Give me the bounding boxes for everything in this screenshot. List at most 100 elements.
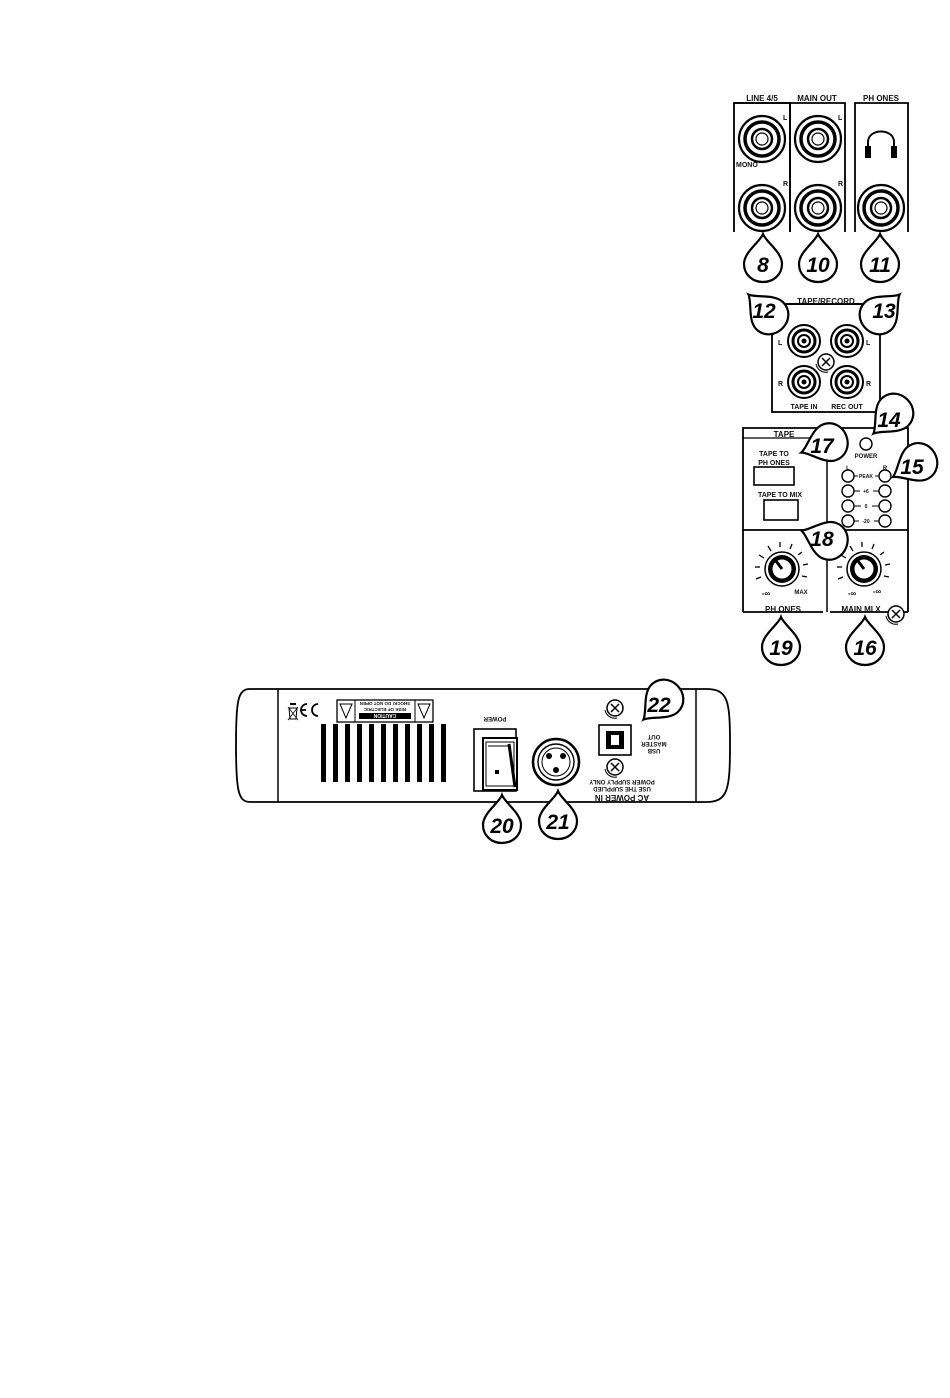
meter-level-label: 0 (865, 504, 868, 510)
svg-text:11: 11 (869, 254, 891, 277)
svg-text:8: 8 (757, 254, 769, 277)
line45-r-label: R (783, 181, 788, 188)
controls-screw-icon (885, 605, 905, 625)
lightning-warning-icon (417, 703, 431, 720)
tape-to-mix-label: TAPE TO MIX (758, 492, 802, 499)
svg-text:19: 19 (769, 637, 793, 660)
meter-led (841, 514, 855, 528)
tape-r-right: R (866, 381, 871, 388)
headphones-icon (865, 130, 897, 158)
tape-in-label: TAPE IN (790, 404, 817, 411)
phones-jack-section: PH ONES (854, 94, 909, 233)
main-out-title: MAIN OUT (797, 94, 837, 103)
meter-led (878, 514, 892, 528)
meter-led (841, 469, 855, 483)
callout-11: 11 (859, 232, 901, 284)
level-meter: PEAK +6 0 -20 (841, 469, 892, 528)
callout-20: 20 (481, 793, 523, 845)
meter-r-label: R (883, 466, 888, 472)
phones-section-title: PH ONES (765, 605, 802, 614)
callout-13-label: 13 (872, 300, 896, 323)
tape-in-right-rca (786, 364, 822, 400)
callout-19: 19 (760, 615, 802, 667)
meter-led (878, 499, 892, 513)
caution-line1: RISK OF ELECTRIC (363, 707, 406, 712)
power-switch-label: POWER (483, 715, 506, 721)
ac-power-note2: POWER SUPPLY ONLY (589, 778, 654, 784)
tape-phones-label: PH ONES (758, 460, 790, 467)
meter-level-label: PEAK (859, 474, 873, 480)
rec-out-left-rca (829, 323, 865, 359)
tape-to-phones-button[interactable] (753, 466, 795, 486)
weee-bin-icon (287, 703, 299, 721)
top-jack-panel: LINE 4/5 L R MONO MAIN OUT L R PH ONES (733, 94, 909, 233)
callout-21: 21 (537, 789, 579, 841)
meter-level-label: -20 (862, 519, 869, 525)
callout-12-label: 12 (752, 300, 776, 323)
phones-level-knob[interactable] (753, 540, 810, 588)
main-out-r-label: R (838, 181, 843, 188)
phones-title: PH ONES (863, 94, 900, 103)
callout-8: 8 (742, 232, 784, 284)
tape-to-mix-button[interactable] (763, 499, 799, 521)
svg-text:20: 20 (489, 815, 514, 838)
usb-master-label: MASTER (641, 740, 667, 746)
line45-mono-label: MONO (736, 162, 758, 169)
line45-left-jack (737, 114, 787, 164)
line45-title: LINE 4/5 (746, 94, 778, 103)
usb-label: USB (647, 747, 660, 753)
svg-text:21: 21 (545, 811, 569, 834)
meter-level-label: +6 (863, 489, 869, 495)
callout-17-label: 17 (810, 435, 835, 458)
usb-out-label: OUT (647, 733, 660, 739)
callout-16: 16 (844, 615, 886, 667)
caution-line2: SHOCK! DO NOT OPEN (360, 701, 411, 706)
rec-out-right-rca (829, 364, 865, 400)
caution-label: CAUTION RISK OF ELECTRIC SHOCK! DO NOT O… (336, 699, 434, 723)
meter-led (878, 484, 892, 498)
line45-section: LINE 4/5 L R MONO (733, 94, 791, 233)
caution-title: CAUTION (373, 712, 396, 718)
exclamation-warning-icon (339, 703, 353, 720)
callout-14-label: 14 (877, 409, 901, 432)
tape-r-left: R (778, 381, 783, 388)
ac-power-in-connector[interactable] (531, 737, 581, 787)
ac-power-label: AC POWER IN (595, 793, 649, 802)
callout-22-label: 22 (646, 694, 671, 717)
callouts: 8 10 11 12 13 14 15 17 (481, 232, 946, 845)
tape-section-title: TAPE (774, 430, 795, 439)
callout-15-label: 15 (900, 456, 924, 479)
tape-l-right: L (866, 340, 871, 347)
callout-10: 10 (797, 232, 839, 284)
ac-power-note1: USE THE SUPPLIED (593, 785, 651, 791)
line45-right-jack (737, 183, 787, 233)
main-out-l-label: L (838, 115, 843, 122)
meter-led (878, 469, 892, 483)
phones-knob-min: -∞ (762, 589, 771, 598)
tape-in-left-rca (786, 323, 822, 359)
phones-knob-max: MAX (794, 590, 807, 596)
meter-l-label: L (846, 466, 850, 472)
svg-text:10: 10 (806, 254, 830, 277)
vent-grille (321, 724, 446, 782)
callout-18-label: 18 (810, 528, 834, 551)
line45-l-label: L (783, 115, 788, 122)
main-mix-knob-max: -∞ (873, 587, 882, 596)
main-out-right-jack (793, 183, 843, 233)
meter-led (841, 499, 855, 513)
tape-to-label: TAPE TO (759, 451, 789, 458)
main-mix-knob-min: -∞ (848, 589, 857, 598)
rec-out-label: REC OUT (831, 404, 863, 411)
rear-panel: CAUTION RISK OF ELECTRIC SHOCK! DO NOT O… (235, 688, 731, 803)
main-out-left-jack (793, 114, 843, 164)
main-out-section: MAIN OUT L R (789, 94, 846, 233)
phones-jack (856, 183, 906, 233)
power-led (859, 437, 873, 451)
tape-record-title: TAPE/RECORD (797, 297, 855, 306)
svg-text:16: 16 (853, 637, 877, 660)
power-led-label: POWER (855, 454, 878, 460)
tape-l-left: L (778, 340, 783, 347)
ce-mark-icon (300, 703, 319, 717)
meter-led (841, 484, 855, 498)
